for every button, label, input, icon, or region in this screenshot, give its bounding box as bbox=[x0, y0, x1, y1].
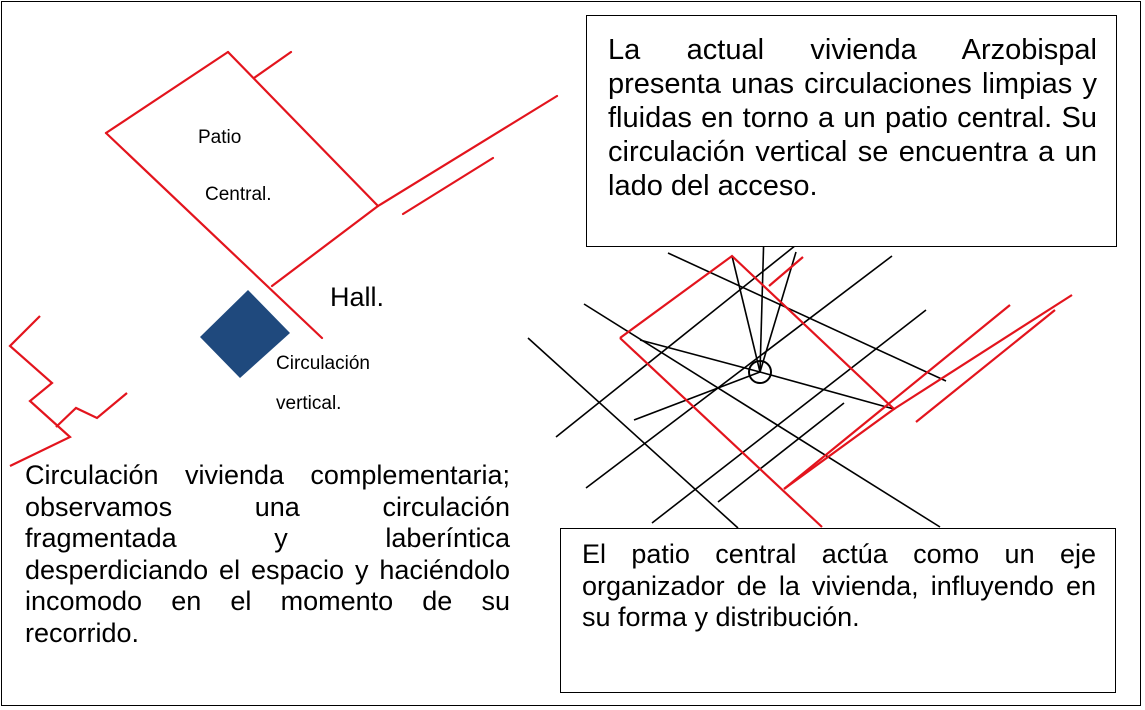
label-hall: Hall. bbox=[330, 282, 385, 312]
patio-wall-stub bbox=[252, 50, 293, 80]
fragmented-circulation-lower bbox=[55, 392, 128, 428]
patio-rectangle bbox=[619, 254, 896, 490]
facade-parallel bbox=[401, 156, 495, 216]
patio-left-wall bbox=[619, 337, 823, 528]
axis-cross-4 bbox=[717, 402, 845, 503]
axis-cross-1 bbox=[555, 236, 807, 438]
radial-6 bbox=[759, 230, 765, 373]
axis-diagonal-1 bbox=[527, 337, 739, 529]
right-plan-walls bbox=[619, 254, 1073, 528]
patio-wall-top bbox=[104, 50, 230, 135]
description-left-text: Circulación vivienda complementaria; obs… bbox=[25, 460, 510, 648]
radial-1 bbox=[731, 255, 761, 373]
radial-2 bbox=[759, 251, 797, 373]
vertical-circulation-block bbox=[200, 290, 290, 378]
radial-4 bbox=[759, 371, 895, 410]
wall-outer-1 bbox=[783, 304, 1011, 490]
description-bottom-text: El patio central actúa como un eje organ… bbox=[582, 539, 1096, 632]
organizing-axes bbox=[527, 230, 947, 529]
description-top-text: La actual vivienda Arzobispal presenta u… bbox=[608, 34, 1097, 202]
label-circulacion: Circulación bbox=[276, 353, 370, 374]
radial-3 bbox=[639, 339, 761, 373]
facade-long bbox=[376, 94, 559, 208]
label-central: Central. bbox=[205, 184, 272, 205]
axis-cross-2 bbox=[585, 255, 893, 489]
label-vertical: vertical. bbox=[276, 393, 342, 414]
radial-5 bbox=[633, 371, 761, 421]
axis-cross-3 bbox=[651, 309, 927, 524]
patio-wall-left bbox=[104, 131, 324, 340]
wall-outer-3 bbox=[893, 294, 1073, 410]
label-patio: Patio bbox=[198, 127, 242, 148]
wall-outer-2 bbox=[915, 309, 1056, 423]
axis-diagonal-3 bbox=[667, 252, 947, 382]
description-box-bottom: El patio central actúa como un eje organ… bbox=[560, 528, 1116, 693]
fragmented-circulation-upper bbox=[8, 315, 72, 467]
patio-outline bbox=[104, 50, 559, 340]
hall-wall bbox=[270, 204, 380, 288]
wall-upper-stub bbox=[768, 256, 804, 287]
patio-wall-right bbox=[226, 50, 380, 208]
patio-center-marker bbox=[748, 360, 772, 384]
description-box-top: La actual vivienda Arzobispal presenta u… bbox=[586, 15, 1117, 247]
